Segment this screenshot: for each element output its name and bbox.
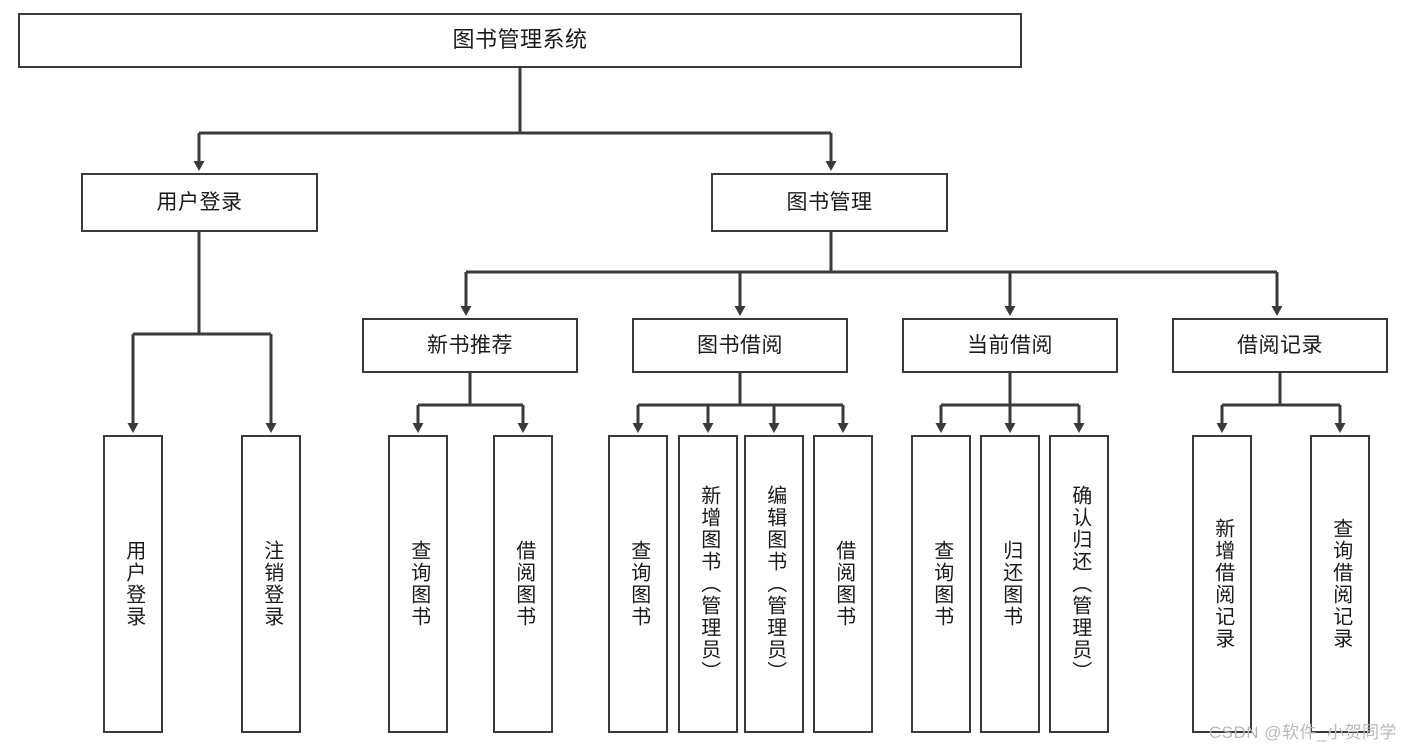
- leaf-logout[interactable]: 注销登录: [241, 435, 301, 733]
- leaf-return-book[interactable]: 归还图书: [980, 435, 1040, 733]
- leaf-query-borrow-record[interactable]: 查询借阅记录: [1310, 435, 1370, 733]
- node-new-book-recommend[interactable]: 新书推荐: [362, 318, 578, 373]
- watermark: CSDN @软件_小贺同学: [1208, 723, 1397, 742]
- leaf-borrow-book-recommend[interactable]: 借阅图书: [493, 435, 553, 733]
- leaf-query-book-current[interactable]: 查询图书: [911, 435, 971, 733]
- node-user-login[interactable]: 用户登录: [81, 173, 318, 232]
- leaf-add-book-admin[interactable]: 新增图书（管理员）: [678, 435, 738, 733]
- leaf-borrow-book[interactable]: 借阅图书: [813, 435, 873, 733]
- node-borrow-record[interactable]: 借阅记录: [1172, 318, 1388, 373]
- node-label: 注销登录: [260, 540, 283, 628]
- node-label: 查询借阅记录: [1329, 518, 1352, 650]
- node-label: 借阅图书: [512, 540, 535, 628]
- leaf-add-borrow-record[interactable]: 新增借阅记录: [1192, 435, 1252, 733]
- leaf-confirm-return-admin[interactable]: 确认归还（管理员）: [1049, 435, 1109, 733]
- node-label: 当前借阅: [967, 333, 1053, 357]
- node-label: 编辑图书（管理员）: [763, 485, 786, 683]
- node-label: 查询图书: [407, 540, 430, 628]
- node-label: 图书管理: [786, 190, 873, 214]
- node-label: 借阅图书: [832, 540, 855, 628]
- leaf-edit-book-admin[interactable]: 编辑图书（管理员）: [744, 435, 804, 733]
- node-label: 借阅记录: [1237, 333, 1323, 357]
- node-label: 新增借阅记录: [1211, 518, 1234, 650]
- node-label: 用户登录: [156, 190, 243, 214]
- node-book-management-system[interactable]: 图书管理系统: [18, 13, 1022, 68]
- node-label: 归还图书: [999, 540, 1022, 628]
- node-label: 确认归还（管理员）: [1068, 485, 1091, 683]
- leaf-query-book-borrow[interactable]: 查询图书: [608, 435, 668, 733]
- node-label: 新书推荐: [427, 333, 513, 357]
- node-label: 图书借阅: [697, 333, 783, 357]
- node-label: 图书管理系统: [452, 27, 588, 53]
- node-label: 查询图书: [627, 540, 650, 628]
- node-label: 新增图书（管理员）: [697, 485, 720, 683]
- node-label: 用户登录: [122, 540, 145, 628]
- node-book-borrow[interactable]: 图书借阅: [632, 318, 848, 373]
- leaf-user-login[interactable]: 用户登录: [103, 435, 163, 733]
- node-current-borrow[interactable]: 当前借阅: [902, 318, 1118, 373]
- node-label: 查询图书: [930, 540, 953, 628]
- leaf-query-book-recommend[interactable]: 查询图书: [388, 435, 448, 733]
- node-book-management[interactable]: 图书管理: [711, 173, 948, 232]
